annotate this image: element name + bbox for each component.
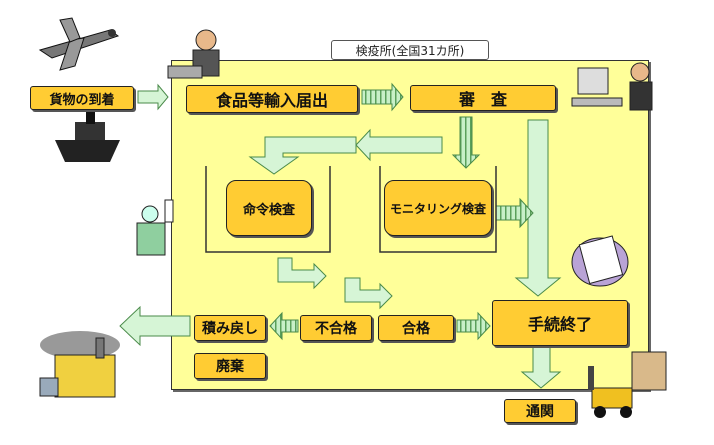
- document-icon: [571, 235, 629, 287]
- arrow-arrival-to-notification: [137, 83, 169, 111]
- bracket-monitoring: [379, 166, 497, 253]
- arrow-pass-to-procedure: [456, 311, 491, 341]
- lab-worker-icon: [136, 199, 174, 256]
- import-notification-box: 食品等輸入届出: [186, 85, 358, 113]
- examination-box: 審 査: [410, 85, 556, 111]
- quarantine-station-label: 検疫所(全国31カ所): [331, 40, 489, 60]
- arrow-step-2: [344, 277, 393, 310]
- pass-box: 合格: [378, 315, 454, 341]
- ship-icon: [55, 112, 120, 162]
- arrow-procedure-to-customs: [520, 346, 562, 389]
- computer-operator-icon: [571, 62, 653, 111]
- reshipment-box: 積み戻し: [194, 315, 266, 341]
- arrow-to-ordered-inspection: [248, 136, 357, 175]
- arrow-examination-to-ordered: [355, 128, 443, 162]
- arrow-notification-to-examination: [361, 82, 404, 112]
- monitoring-inspection-box: モニタリング検査: [384, 180, 492, 236]
- procedure-complete-box: 手続終了: [492, 300, 628, 346]
- office-worker-icon: [167, 29, 220, 79]
- disposal-box: 廃棄: [194, 353, 266, 379]
- arrow-fail-to-reshipment: [269, 311, 299, 341]
- arrow-examination-to-procedure: [514, 119, 562, 297]
- bracket-ordered: [205, 166, 331, 253]
- arrow-examination-down: [451, 116, 481, 169]
- fail-box: 不合格: [300, 315, 372, 341]
- arrow-reshipment-out: [119, 305, 191, 347]
- arrow-monitoring-to-right: [495, 197, 534, 229]
- factory-icon: [39, 331, 120, 398]
- customs-box: 通関: [504, 399, 576, 423]
- forklift-icon: [588, 351, 667, 418]
- airplane-icon: [38, 17, 120, 71]
- arrow-step-1: [277, 257, 327, 290]
- ordered-inspection-box: 命令検査: [226, 180, 312, 236]
- arrival-box: 貨物の到着: [30, 86, 134, 110]
